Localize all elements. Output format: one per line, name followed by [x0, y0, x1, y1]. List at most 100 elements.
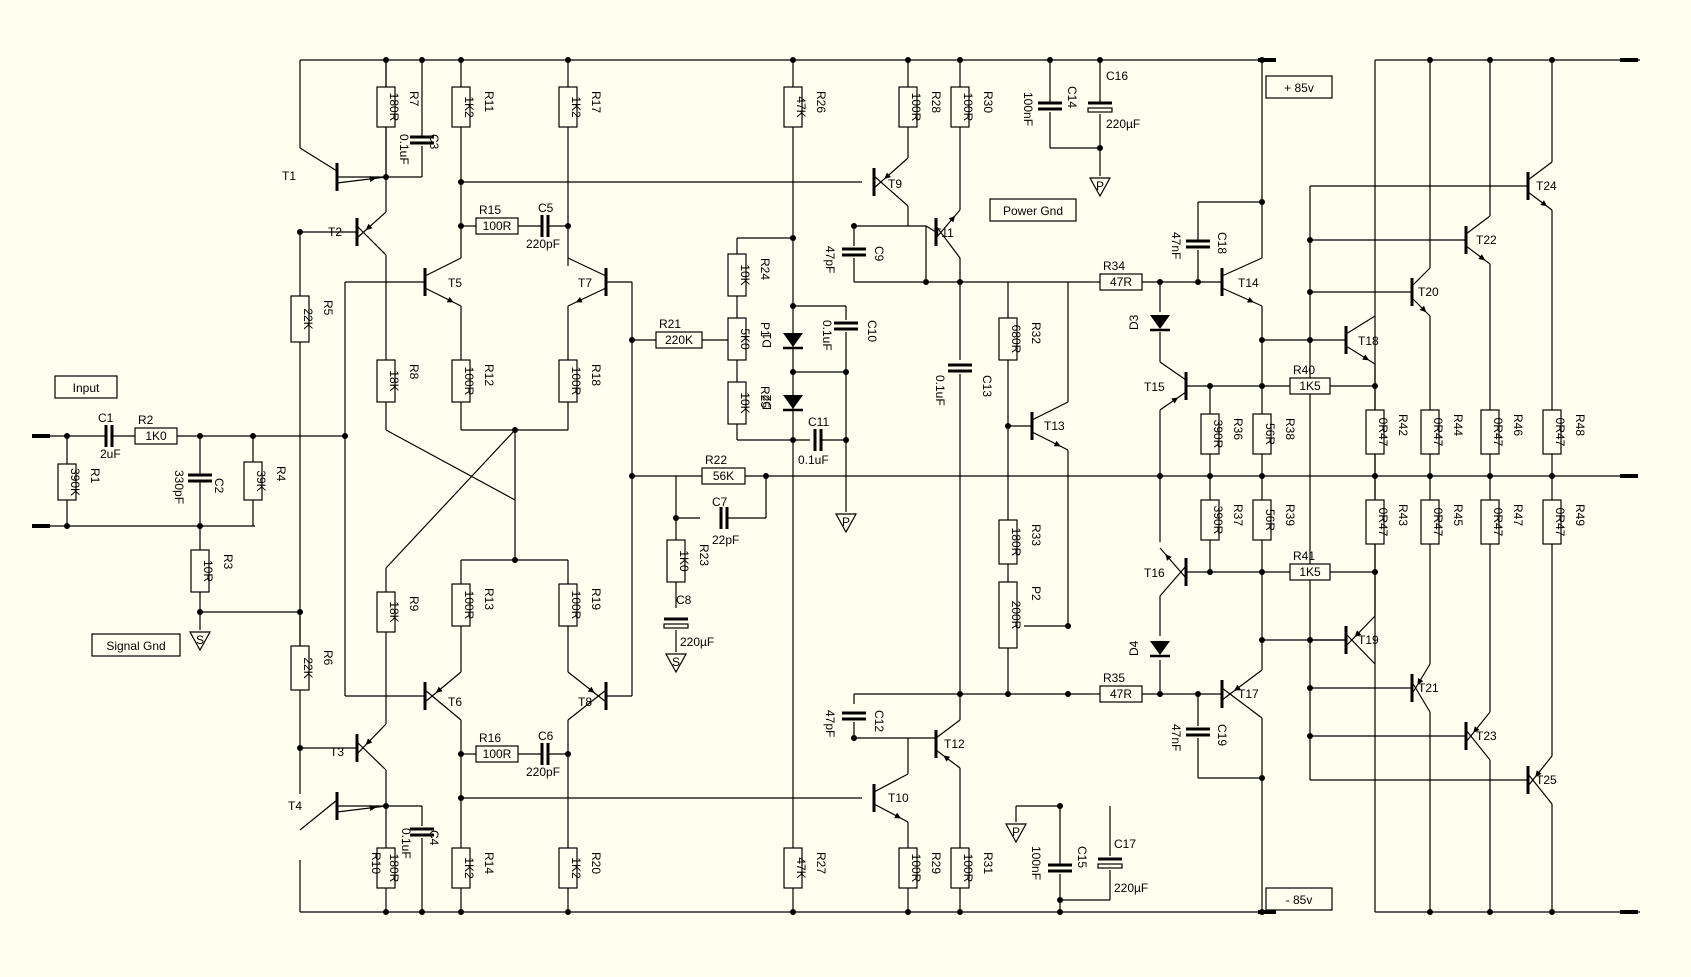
vminus-label-box-text: - 85v	[1286, 893, 1313, 907]
transistor-label: T6	[448, 695, 462, 709]
junction-dot	[1195, 279, 1201, 285]
signal-ground-icon: S	[188, 631, 212, 652]
transistor-label: T23	[1476, 729, 1497, 743]
resistor-ref: R19	[589, 588, 603, 610]
signal-gnd-label-box: Signal Gnd	[91, 633, 181, 657]
transistor-t13: T13	[1030, 401, 1069, 451]
resistor-value: 0R47	[1431, 508, 1445, 537]
resistor-ref: R20	[589, 852, 603, 874]
junction-dot	[1259, 569, 1265, 575]
resistor-ref: R49	[1573, 504, 1587, 526]
capacitor-value: 330pF	[172, 470, 186, 504]
junction-dot	[1307, 289, 1313, 295]
resistor-ref: R3	[221, 554, 235, 570]
transistor-t8: T8	[567, 671, 608, 721]
capacitor-value: 0.1uF	[798, 453, 829, 467]
resistor-value: 100R	[569, 591, 583, 620]
capacitor-ref: C15	[1075, 846, 1089, 868]
resistor-value: 39K	[254, 470, 268, 491]
junction-dot	[1259, 383, 1265, 389]
capacitor-ref: C2	[212, 478, 226, 494]
resistor-ref: R35	[1103, 671, 1125, 685]
transistor-t1: T1	[282, 147, 387, 191]
capacitor-c16	[1087, 101, 1113, 113]
junction-dot	[1207, 569, 1213, 575]
junction-dot	[1005, 691, 1011, 697]
resistor-value: 56K	[713, 469, 734, 483]
resistor-value: 100R	[483, 747, 512, 761]
capacitor-c12	[842, 711, 866, 721]
capacitor-c18	[1186, 239, 1210, 249]
resistor-ref: R26	[814, 91, 828, 113]
junction-dot	[197, 523, 203, 529]
capacitor-ref: C7	[712, 495, 728, 509]
junction-dot	[790, 369, 796, 375]
resistor-value: 180R	[387, 854, 401, 883]
junction-dot	[1157, 279, 1163, 285]
capacitor-ref: C1	[98, 411, 114, 425]
capacitor-ref: C11	[808, 415, 829, 429]
junction-dot	[957, 279, 963, 285]
capacitor-c10	[834, 321, 858, 331]
transistor-t22: T22	[1464, 215, 1497, 265]
resistor-value: 1K2	[569, 96, 583, 118]
transistor-label: T9	[888, 177, 902, 191]
input-label-box-text: Input	[73, 381, 100, 395]
junction-dot	[1207, 383, 1213, 389]
junction-dot	[957, 691, 963, 697]
capacitor-value: 2uF	[100, 447, 121, 461]
junction-dot	[1097, 145, 1103, 151]
resistor-value: 390K	[68, 468, 82, 496]
resistor-value: 22K	[301, 657, 315, 678]
transistor-label: T24	[1536, 179, 1557, 193]
junction-dot	[1259, 337, 1265, 343]
resistor-ref: R6	[321, 650, 335, 666]
capacitor-ref: C3	[427, 134, 441, 150]
resistor-value: 220K	[665, 333, 693, 347]
capacitor-value: 100nF	[1029, 846, 1043, 880]
resistor-ref: R33	[1029, 524, 1043, 546]
capacitor-c15	[1048, 863, 1072, 873]
junction-dot	[790, 303, 796, 309]
resistor-value: 18K	[387, 370, 401, 391]
junction-dot	[1259, 775, 1265, 781]
junction-dot	[1157, 473, 1163, 479]
resistor-ref: R13	[482, 588, 496, 610]
power-ground-icon: P	[834, 513, 858, 534]
transistor-label: T15	[1144, 380, 1165, 394]
resistor-value: 100R	[569, 367, 583, 396]
junction-dot	[1307, 237, 1313, 243]
resistor-ref: R15	[479, 203, 501, 217]
junction-dot	[923, 279, 929, 285]
transistor-t3: T3	[330, 723, 387, 771]
junction-dot	[1372, 569, 1378, 575]
resistor-ref: R14	[482, 852, 496, 874]
transistor-t17: T17	[1220, 669, 1263, 719]
transistor-t21: T21	[1410, 663, 1439, 713]
junction-dot	[1427, 909, 1433, 915]
capacitor-c8	[663, 617, 689, 629]
resistor-ref: R27	[814, 852, 828, 874]
resistor-ref: P2	[1029, 586, 1043, 601]
transistor-t10: T10	[872, 773, 909, 823]
junction-dot	[565, 223, 571, 229]
transistor-label: T11	[934, 226, 954, 240]
resistor-value: 1K0	[145, 429, 167, 443]
capacitor-value: 220pF	[526, 237, 560, 251]
